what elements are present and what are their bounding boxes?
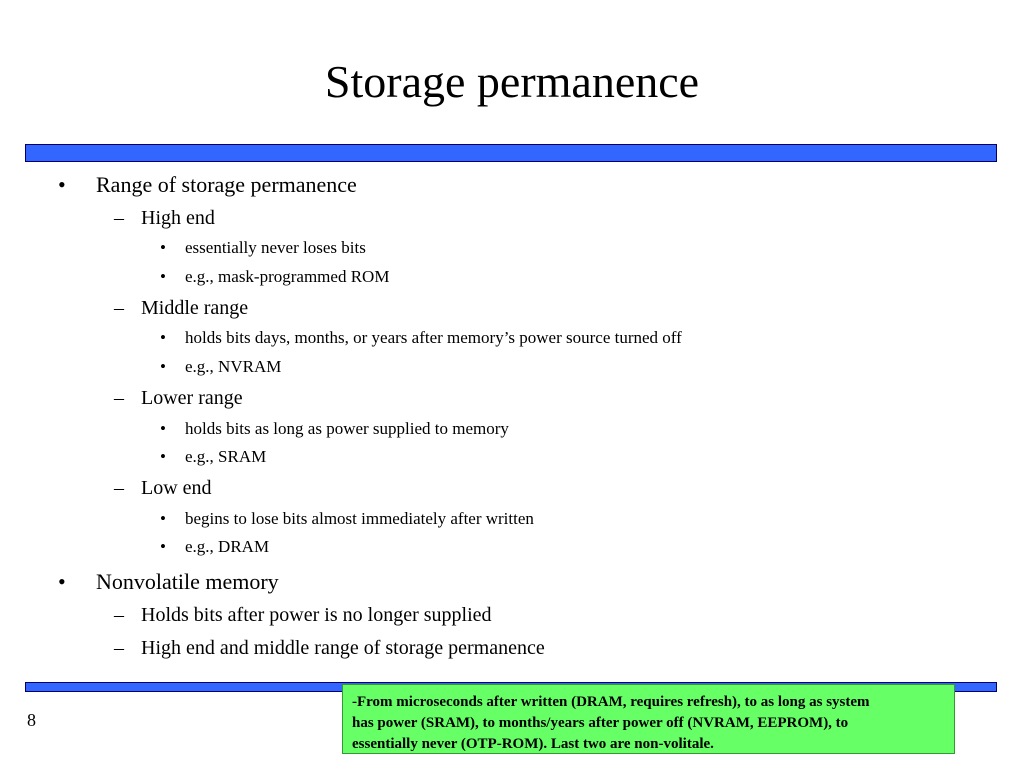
- sub-sub-bullet-text: e.g., NVRAM: [185, 357, 282, 376]
- sub-sub-bullet-text: e.g., DRAM: [185, 537, 270, 556]
- sub-sub-bullet-text: e.g., SRAM: [185, 447, 267, 466]
- bullet-marker: •: [58, 569, 66, 594]
- sub-sub-bullet-text: essentially never loses bits: [185, 238, 366, 257]
- bullet-text: Nonvolatile memory: [96, 569, 279, 594]
- bullet-marker: •: [160, 328, 166, 347]
- bullet-marker: •: [160, 267, 166, 286]
- dash-marker: –: [114, 297, 124, 319]
- bullet-marker: •: [160, 509, 166, 528]
- sub-bullet-text: Low end: [141, 477, 212, 499]
- slide-number: 8: [27, 710, 36, 730]
- bullet-marker: •: [58, 172, 66, 197]
- bullet-marker: •: [160, 419, 166, 438]
- note-callout: -From microseconds after written (DRAM, …: [342, 684, 955, 754]
- dash-marker: –: [114, 637, 124, 659]
- bullet-marker: •: [160, 537, 166, 556]
- sub-sub-bullet-text: holds bits as long as power supplied to …: [185, 419, 509, 438]
- dash-marker: –: [114, 477, 124, 499]
- sub-sub-bullet-text: holds bits days, months, or years after …: [185, 328, 682, 347]
- sub-bullet-text: Lower range: [141, 387, 243, 409]
- sub-sub-bullet-text: begins to lose bits almost immediately a…: [185, 509, 534, 528]
- sub-sub-bullet-text: e.g., mask-programmed ROM: [185, 267, 390, 286]
- bullet-marker: •: [160, 357, 166, 376]
- sub-bullet-text: Holds bits after power is no longer supp…: [141, 604, 492, 626]
- dash-marker: –: [114, 207, 124, 229]
- sub-bullet-text: High end: [141, 207, 215, 229]
- dash-marker: –: [114, 604, 124, 626]
- top-divider-bar: [25, 144, 997, 162]
- dash-marker: –: [114, 387, 124, 409]
- bullet-marker: •: [160, 447, 166, 466]
- sub-bullet-text: Middle range: [141, 297, 249, 319]
- slide-title: Storage permanence: [324, 56, 700, 107]
- bullet-text: Range of storage permanence: [96, 172, 357, 197]
- sub-bullet-text: High end and middle range of storage per…: [141, 637, 545, 659]
- bullet-marker: •: [160, 238, 166, 257]
